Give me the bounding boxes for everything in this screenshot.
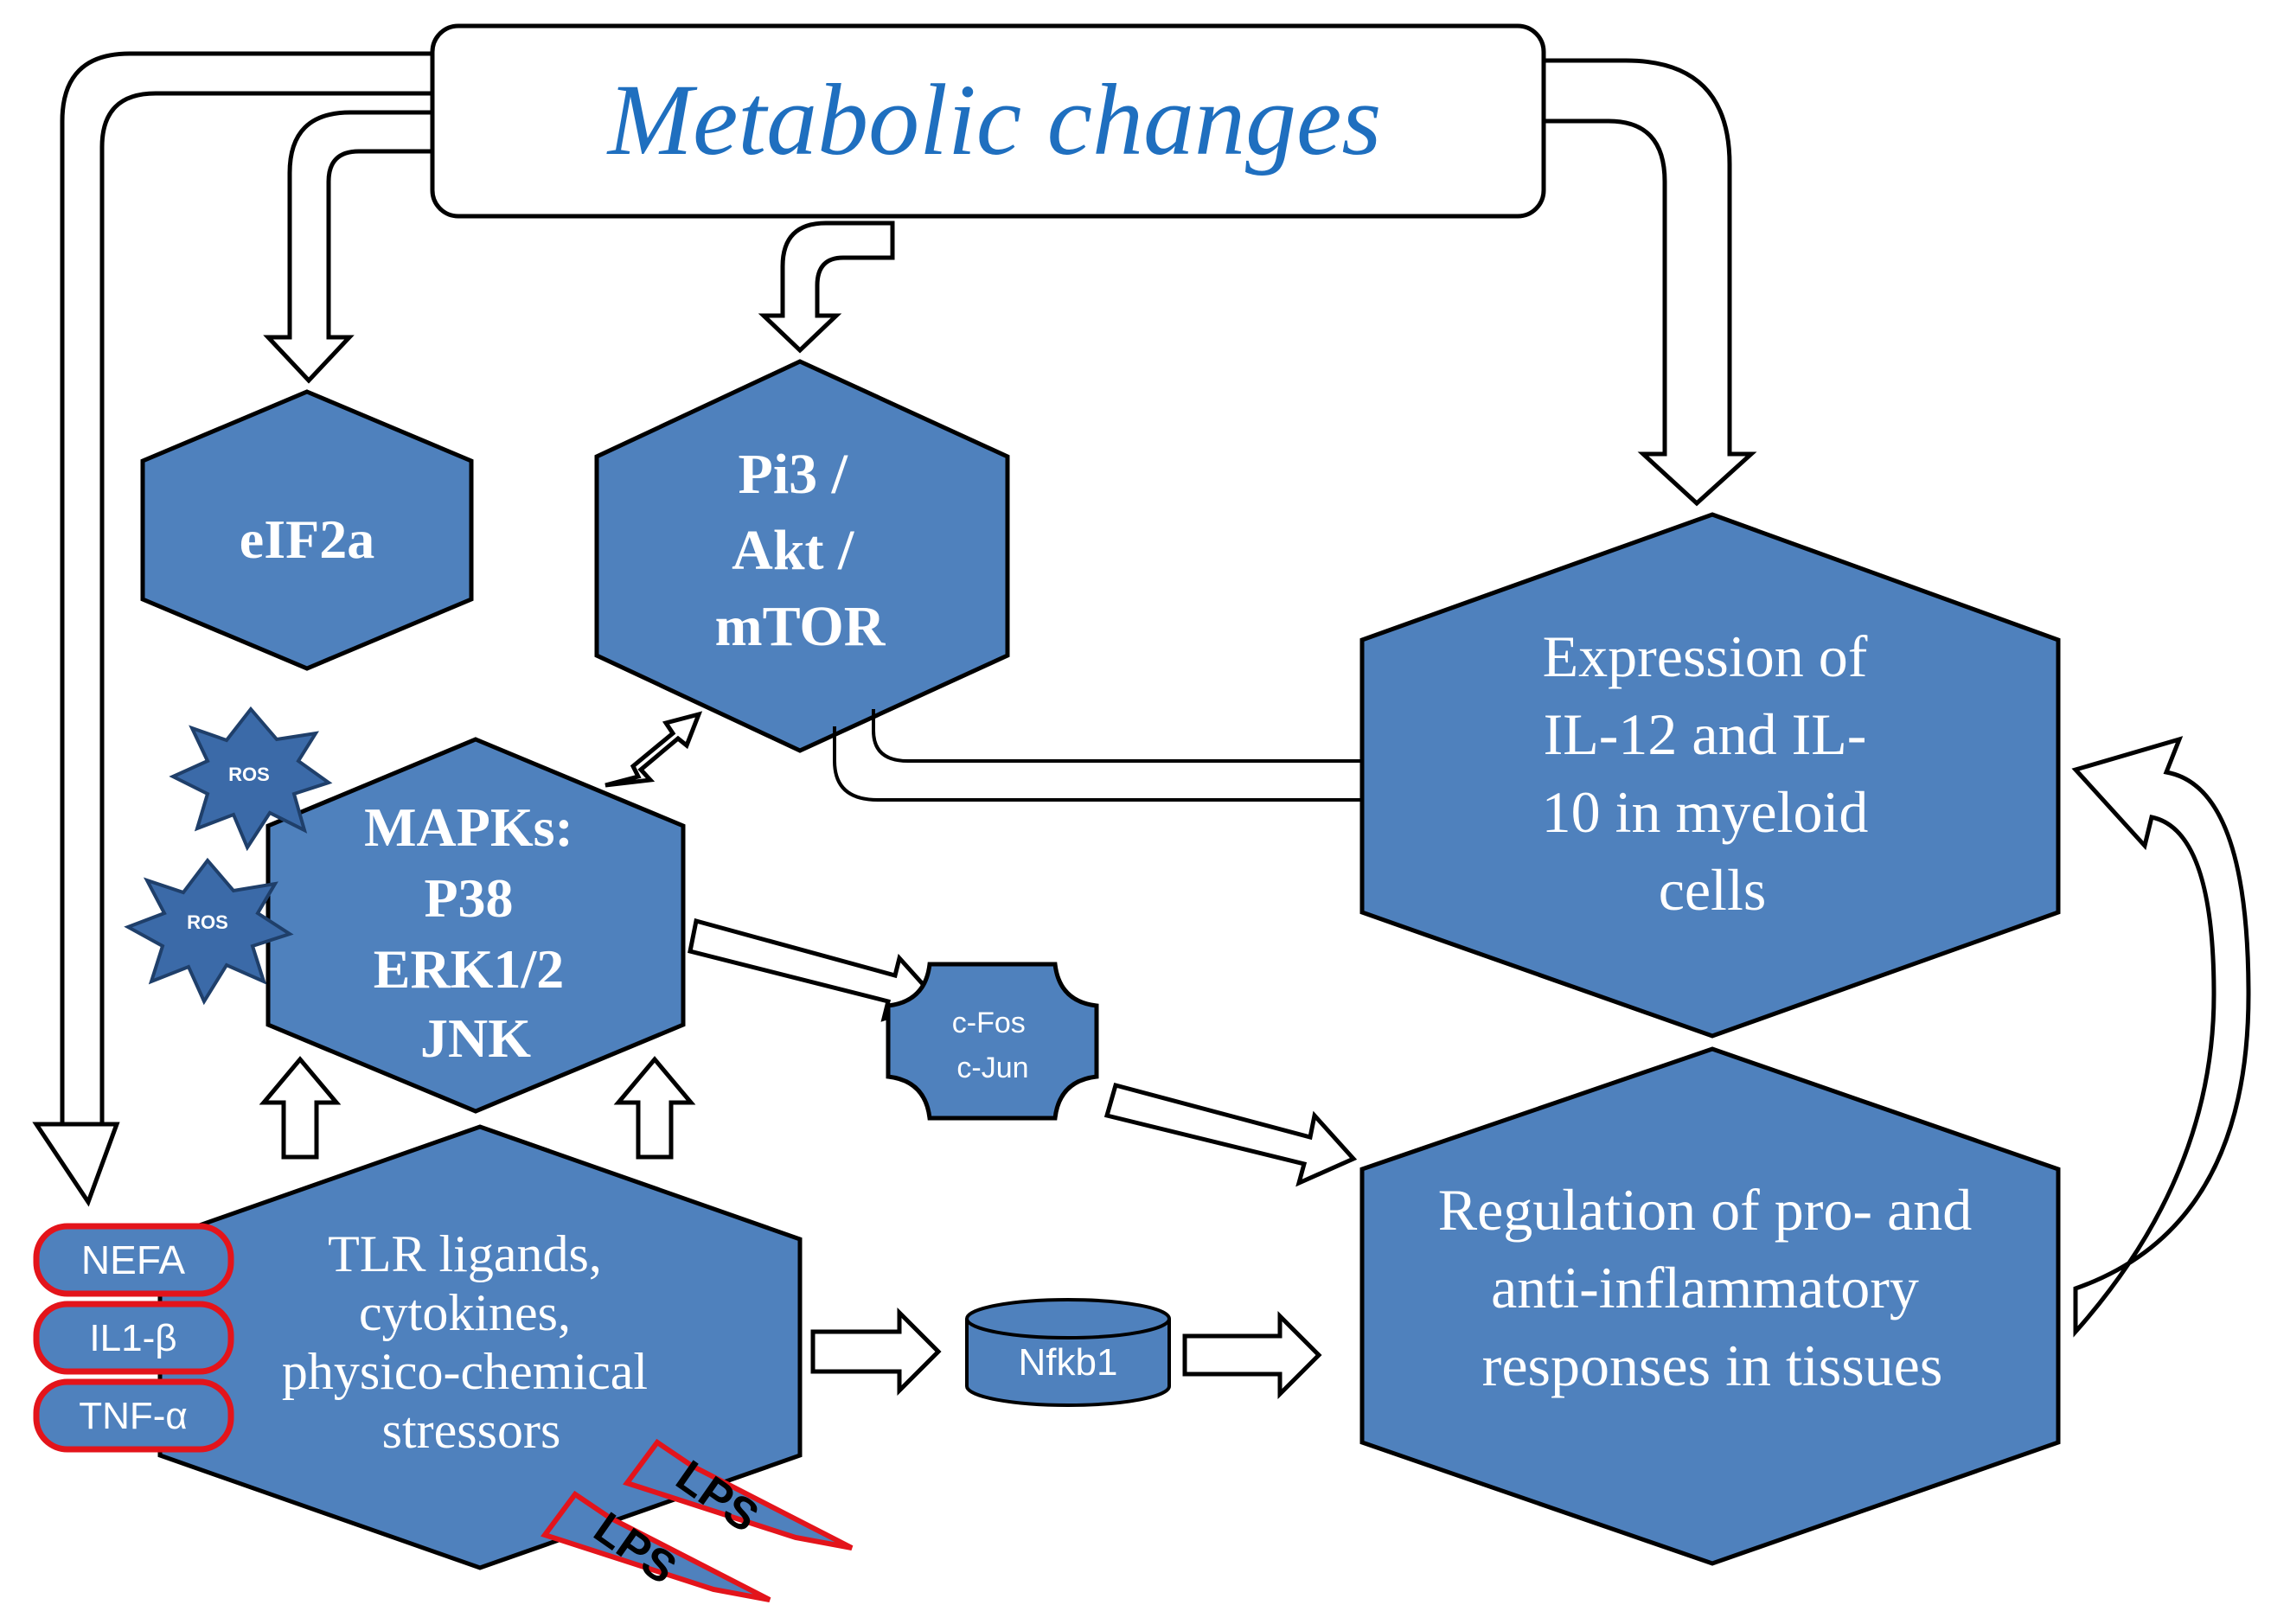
node-eif2a <box>140 389 474 671</box>
title-text: Metabolic changes <box>606 63 1382 176</box>
node-nfkb1-label: Nfkb1 <box>1019 1341 1118 1384</box>
node-regulation-label: Regulation of pro- and anti-inflammatory… <box>1438 1177 1987 1398</box>
tlr-line-3: physico-chemical <box>282 1343 648 1400</box>
node-mapks-label: MAPKs: P38 ERK1/2 JNK <box>364 796 587 1069</box>
tlr-line-4: stressors <box>382 1402 561 1459</box>
connector-pi3-to-expression-outer <box>833 726 1362 802</box>
node-pi3-akt-mtor <box>594 359 1010 753</box>
arrow-regulation-to-expression <box>2071 736 2251 1338</box>
node-mapks <box>265 737 686 1114</box>
node-nfkb1 <box>965 1319 1171 1407</box>
node-cfos-cjun-label: c-Fos c-Jun <box>952 1007 1033 1084</box>
bidirectional-arrow-mapks-pi3 <box>604 711 703 788</box>
node-expression-label: Expression of IL-12 and IL- 10 in myeloi… <box>1542 623 1884 923</box>
pi3-line-3: mTOR <box>715 595 886 658</box>
mapks-line-4: JNK <box>420 1007 531 1069</box>
arrow-tlr-to-mapks-right <box>613 1056 696 1160</box>
node-cfos-cjun <box>886 962 1099 1121</box>
arrow-tlr-to-nfkb1 <box>810 1307 942 1397</box>
stimulus-nefa-label: NEFA <box>81 1237 185 1282</box>
tlr-line-1: TLR ligands, <box>328 1225 602 1282</box>
connector-pi3-to-expression <box>872 709 1362 763</box>
expression-line-3: 10 in myeloid <box>1542 779 1869 845</box>
tlr-line-2: cytokines, <box>359 1284 571 1341</box>
mapks-line-3: ERK1/2 <box>374 938 564 1000</box>
node-regulation <box>1359 1046 2061 1566</box>
pi3-line-2: Akt / <box>732 519 855 582</box>
arrow-title-to-stimuli <box>32 51 435 1207</box>
expression-line-1: Expression of <box>1543 623 1868 689</box>
node-pi3-akt-mtor-label: Pi3 / Akt / mTOR <box>715 443 886 658</box>
expression-line-2: IL-12 and IL- <box>1544 701 1867 767</box>
cfos-line: c-Fos <box>952 1007 1026 1039</box>
node-tlr-label: TLR ligands, cytokines, physico-chemical… <box>282 1225 661 1459</box>
arrow-title-to-eif2a <box>263 110 435 384</box>
ros-burst-upper <box>169 706 333 852</box>
regulation-line-1: Regulation of pro- and <box>1438 1177 1973 1243</box>
stimulus-tnfa-label: TNF-α <box>79 1395 188 1437</box>
arrow-title-to-pi3 <box>758 221 895 354</box>
ros-label-lower: ROS <box>187 911 228 933</box>
mapks-line-1: MAPKs: <box>364 796 573 858</box>
ros-label-upper: ROS <box>228 764 270 785</box>
stimulus-tnfa <box>33 1378 234 1453</box>
arrow-cfos-to-regulation <box>1103 1082 1358 1187</box>
expression-line-4: cells <box>1659 857 1767 923</box>
arrow-title-to-expression <box>1541 58 1757 507</box>
arrow-nfkb1-to-regulation <box>1182 1310 1322 1400</box>
pi3-line-1: Pi3 / <box>739 443 849 506</box>
node-eif2a-label: eIF2a <box>240 508 374 570</box>
regulation-line-2: anti-inflammatory <box>1491 1255 1919 1320</box>
mapks-line-2: P38 <box>424 867 513 929</box>
ros-burst-lower <box>124 857 294 1006</box>
stimulus-il1b-label: IL1-β <box>89 1317 176 1359</box>
regulation-line-3: responses in tissues <box>1482 1333 1943 1398</box>
node-expression <box>1359 512 2061 1039</box>
lps-wedge-upper <box>623 1438 854 1550</box>
stimulus-nefa <box>33 1223 234 1297</box>
lps-wedge-lower <box>541 1490 771 1602</box>
node-nfkb1-top <box>965 1298 1171 1339</box>
arrow-tlr-to-mapks-left <box>259 1056 342 1160</box>
stimulus-il1b <box>33 1301 234 1375</box>
cjun-line: c-Jun <box>956 1052 1028 1084</box>
